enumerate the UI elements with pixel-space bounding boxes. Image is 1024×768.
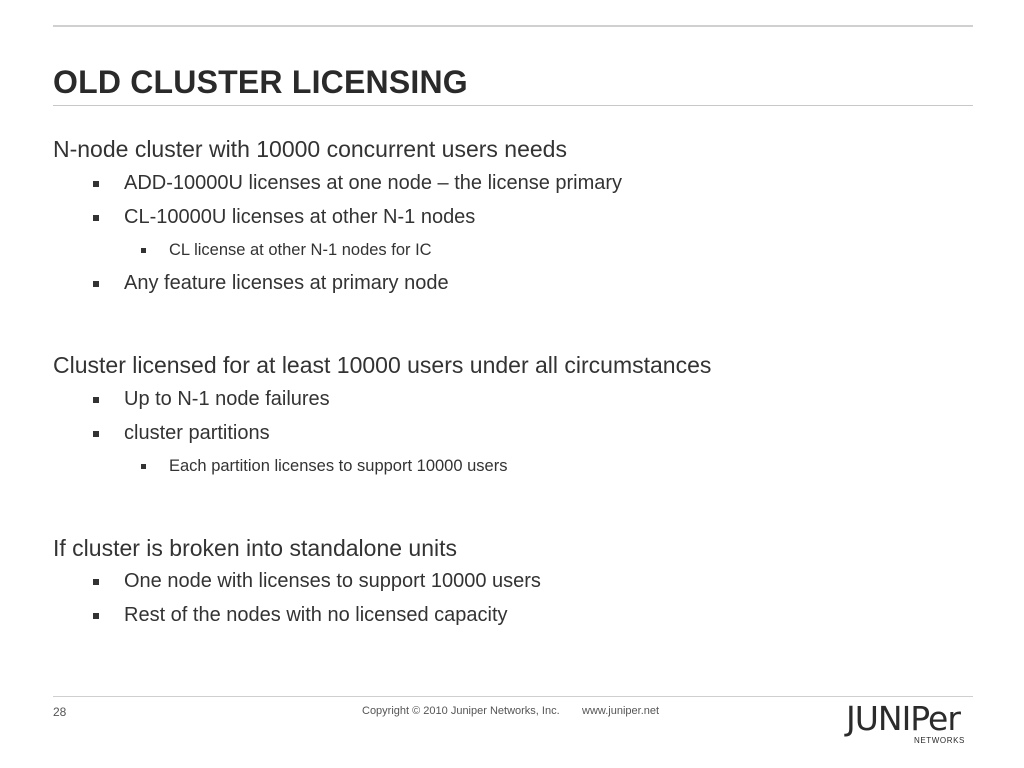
bullet-square-icon: [93, 579, 99, 585]
footer-rule: [53, 696, 973, 697]
bullet-text: ADD-10000U licenses at one node – the li…: [124, 172, 623, 194]
bullet-item: ADD-10000U licenses at one node – the li…: [93, 172, 622, 195]
bullet-text: Any feature licenses at primary node: [124, 272, 449, 294]
bullet-text: cluster partitions: [124, 422, 270, 444]
bullet-square-icon: [93, 431, 99, 437]
sub-bullet-item: Each partition licenses to support 10000…: [141, 457, 507, 476]
top-rule: [53, 25, 973, 27]
slide-title: OLD CLUSTER LICENSING: [53, 64, 468, 100]
bullet-item: Any feature licenses at primary node: [93, 272, 449, 295]
logo-wordmark: JUNIPer: [846, 699, 961, 738]
sub-bullet-text: CL license at other N-1 nodes for IC: [169, 241, 432, 259]
bullet-square-icon: [93, 281, 99, 287]
bullet-item: Up to N-1 node failures: [93, 388, 330, 411]
section-heading: If cluster is broken into standalone uni…: [53, 535, 458, 561]
bullet-square-icon: [93, 181, 99, 187]
copyright-notice: Copyright © 2010 Juniper Networks, Inc.: [362, 705, 560, 717]
bullet-item: CL-10000U licenses at other N-1 nodes: [93, 206, 475, 229]
sub-bullet-item: CL license at other N-1 nodes for IC: [141, 241, 432, 260]
title-underline: [53, 105, 973, 106]
sub-bullet-text: Each partition licenses to support 10000…: [169, 457, 508, 475]
bullet-text: One node with licenses to support 10000 …: [124, 570, 541, 592]
bullet-square-icon: [93, 613, 99, 619]
section-heading: Cluster licensed for at least 10000 user…: [53, 352, 712, 378]
bullet-item: Rest of the nodes with no licensed capac…: [93, 604, 508, 627]
bullet-square-icon: [93, 397, 99, 403]
page-number: 28: [53, 705, 67, 719]
bullet-text: Up to N-1 node failures: [124, 388, 330, 410]
bullet-square-icon: [141, 248, 146, 253]
juniper-logo: JUNIPer NETWORKS: [846, 702, 974, 748]
logo-tagline: NETWORKS: [913, 736, 965, 745]
bullet-item: One node with licenses to support 10000 …: [93, 570, 541, 593]
bullet-item: cluster partitions: [93, 422, 270, 445]
section-heading: N-node cluster with 10000 concurrent use…: [53, 136, 567, 162]
bullet-square-icon: [93, 215, 99, 221]
website-url: www.juniper.net: [582, 705, 660, 717]
bullet-text: Rest of the nodes with no licensed capac…: [124, 604, 508, 626]
bullet-square-icon: [141, 464, 146, 469]
bullet-text: CL-10000U licenses at other N-1 nodes: [124, 206, 476, 228]
